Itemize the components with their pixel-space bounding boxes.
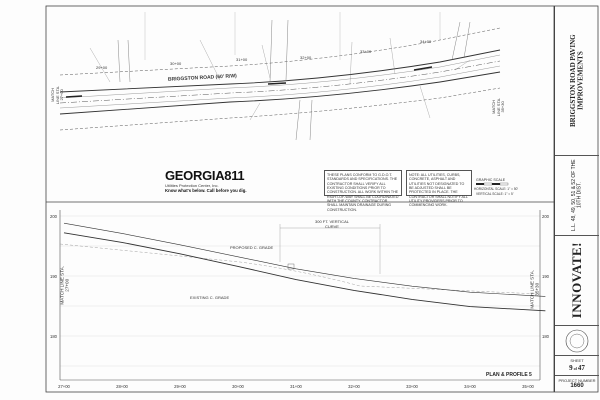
title-block-project-no-cell: PROJECT NUMBER 1660: [555, 376, 599, 392]
georgia-811-sub: Utilities Protection Center, Inc.: [165, 183, 219, 188]
vertical-curve-label: 300 FT. VERTICAL CURVE: [315, 219, 349, 229]
sheet-label: SHEET: [570, 358, 584, 364]
sheet-number: 9: [569, 363, 573, 372]
elev-left-190: 190: [50, 274, 57, 279]
elev-right-200: 200: [542, 214, 549, 219]
profile-station-6: 33+00: [406, 384, 418, 389]
elev-left-200: 200: [50, 214, 57, 219]
profile-station-3: 30+00: [232, 384, 244, 389]
profile-station-5: 32+00: [348, 384, 360, 389]
project-location: L.L. 48, 49, 50, 51 & 52 OF THE 10TH DIS…: [570, 159, 582, 232]
sheet-total: 47: [577, 363, 585, 372]
plan-match-left: MATCH LINE STA. 27+00: [50, 85, 65, 105]
profile-series: [63, 222, 546, 312]
project-number-label: PROJECT NUMBER: [558, 377, 596, 383]
proposed-grade-label: PROPOSED C. GRADE: [230, 245, 274, 250]
elev-right-180: 180: [542, 334, 549, 339]
profile-station-8: 35+00: [522, 384, 534, 389]
project-number: 1660: [570, 383, 584, 390]
title-block: BRIGGSTON ROAD PAVING IMPROVEMENTS L.L. …: [554, 6, 599, 392]
utility-notes-text: NOTE: ALL UTILITIES, CURBS, CONCRETE, AS…: [409, 173, 468, 208]
title-block-location-cell: L.L. 48, 49, 50, 51 & 52 OF THE 10TH DIS…: [555, 156, 599, 236]
plan-station-1: 29+00: [96, 65, 108, 70]
plan-station-4: 32+00: [300, 55, 312, 60]
profile-match-left: MATCH LINE STA. 27+00: [59, 265, 70, 305]
vertical-scale-label: VERTICAL SCALE: 1" = 5': [476, 192, 514, 196]
profile-station-1: 28+00: [116, 384, 128, 389]
horizontal-scale-label: HORIZONTAL SCALE: 1" = 50': [474, 187, 518, 191]
elev-right-190: 190: [542, 274, 549, 279]
engineer-seal-icon: [565, 329, 589, 352]
profile-station-0: 27+00: [58, 384, 70, 389]
general-notes-box: THESE PLANS CONFORM TO G.D.O.T. STANDARD…: [324, 170, 402, 212]
title-block-seal-cell: [555, 326, 599, 356]
georgia-811-tagline: Know what's below. Call before you dig.: [165, 188, 247, 193]
plan-station-3: 31+00: [236, 57, 248, 62]
general-notes-text: THESE PLANS CONFORM TO G.D.O.T. STANDARD…: [327, 173, 399, 212]
plan-station-2: 30+00: [170, 61, 182, 66]
plan-station-6: 34+00: [420, 39, 432, 44]
title-block-firm-cell: INNOVATE!: [555, 236, 599, 326]
profile-station-7: 34+00: [464, 384, 476, 389]
firm-name: INNOVATE!: [569, 242, 585, 319]
georgia-811-wordmark: GEORGIA811: [165, 168, 245, 183]
plan-station-5: 33+00: [360, 49, 372, 54]
georgia-811-logo: GEORGIA811 Utilities Protection Center, …: [165, 168, 261, 204]
profile-station-4: 31+00: [290, 384, 302, 389]
elev-left-180: 180: [50, 334, 57, 339]
existing-grade-label: EXISTING C. GRADE: [190, 295, 230, 300]
title-block-sheet-cell: SHEET 9 of 47: [555, 356, 599, 376]
profile-station-2: 29+00: [174, 384, 186, 389]
utility-notes-box: NOTE: ALL UTILITIES, CURBS, CONCRETE, AS…: [406, 170, 472, 207]
graphic-scale-label: GRAPHIC SCALE: [476, 178, 506, 182]
profile-title: PLAN & PROFILE 5: [486, 372, 532, 378]
plan-match-right: MATCH LINE STA. 35+30: [491, 97, 506, 117]
project-title: BRIGGSTON ROAD PAVING IMPROVEMENTS: [568, 34, 584, 127]
proposed-grade-line: [63, 222, 546, 297]
title-block-project-cell: BRIGGSTON ROAD PAVING IMPROVEMENTS: [555, 6, 599, 156]
profile-match-right: MATCH LINE STA. 35+30: [529, 269, 540, 309]
existing-grade-line: [63, 232, 546, 312]
